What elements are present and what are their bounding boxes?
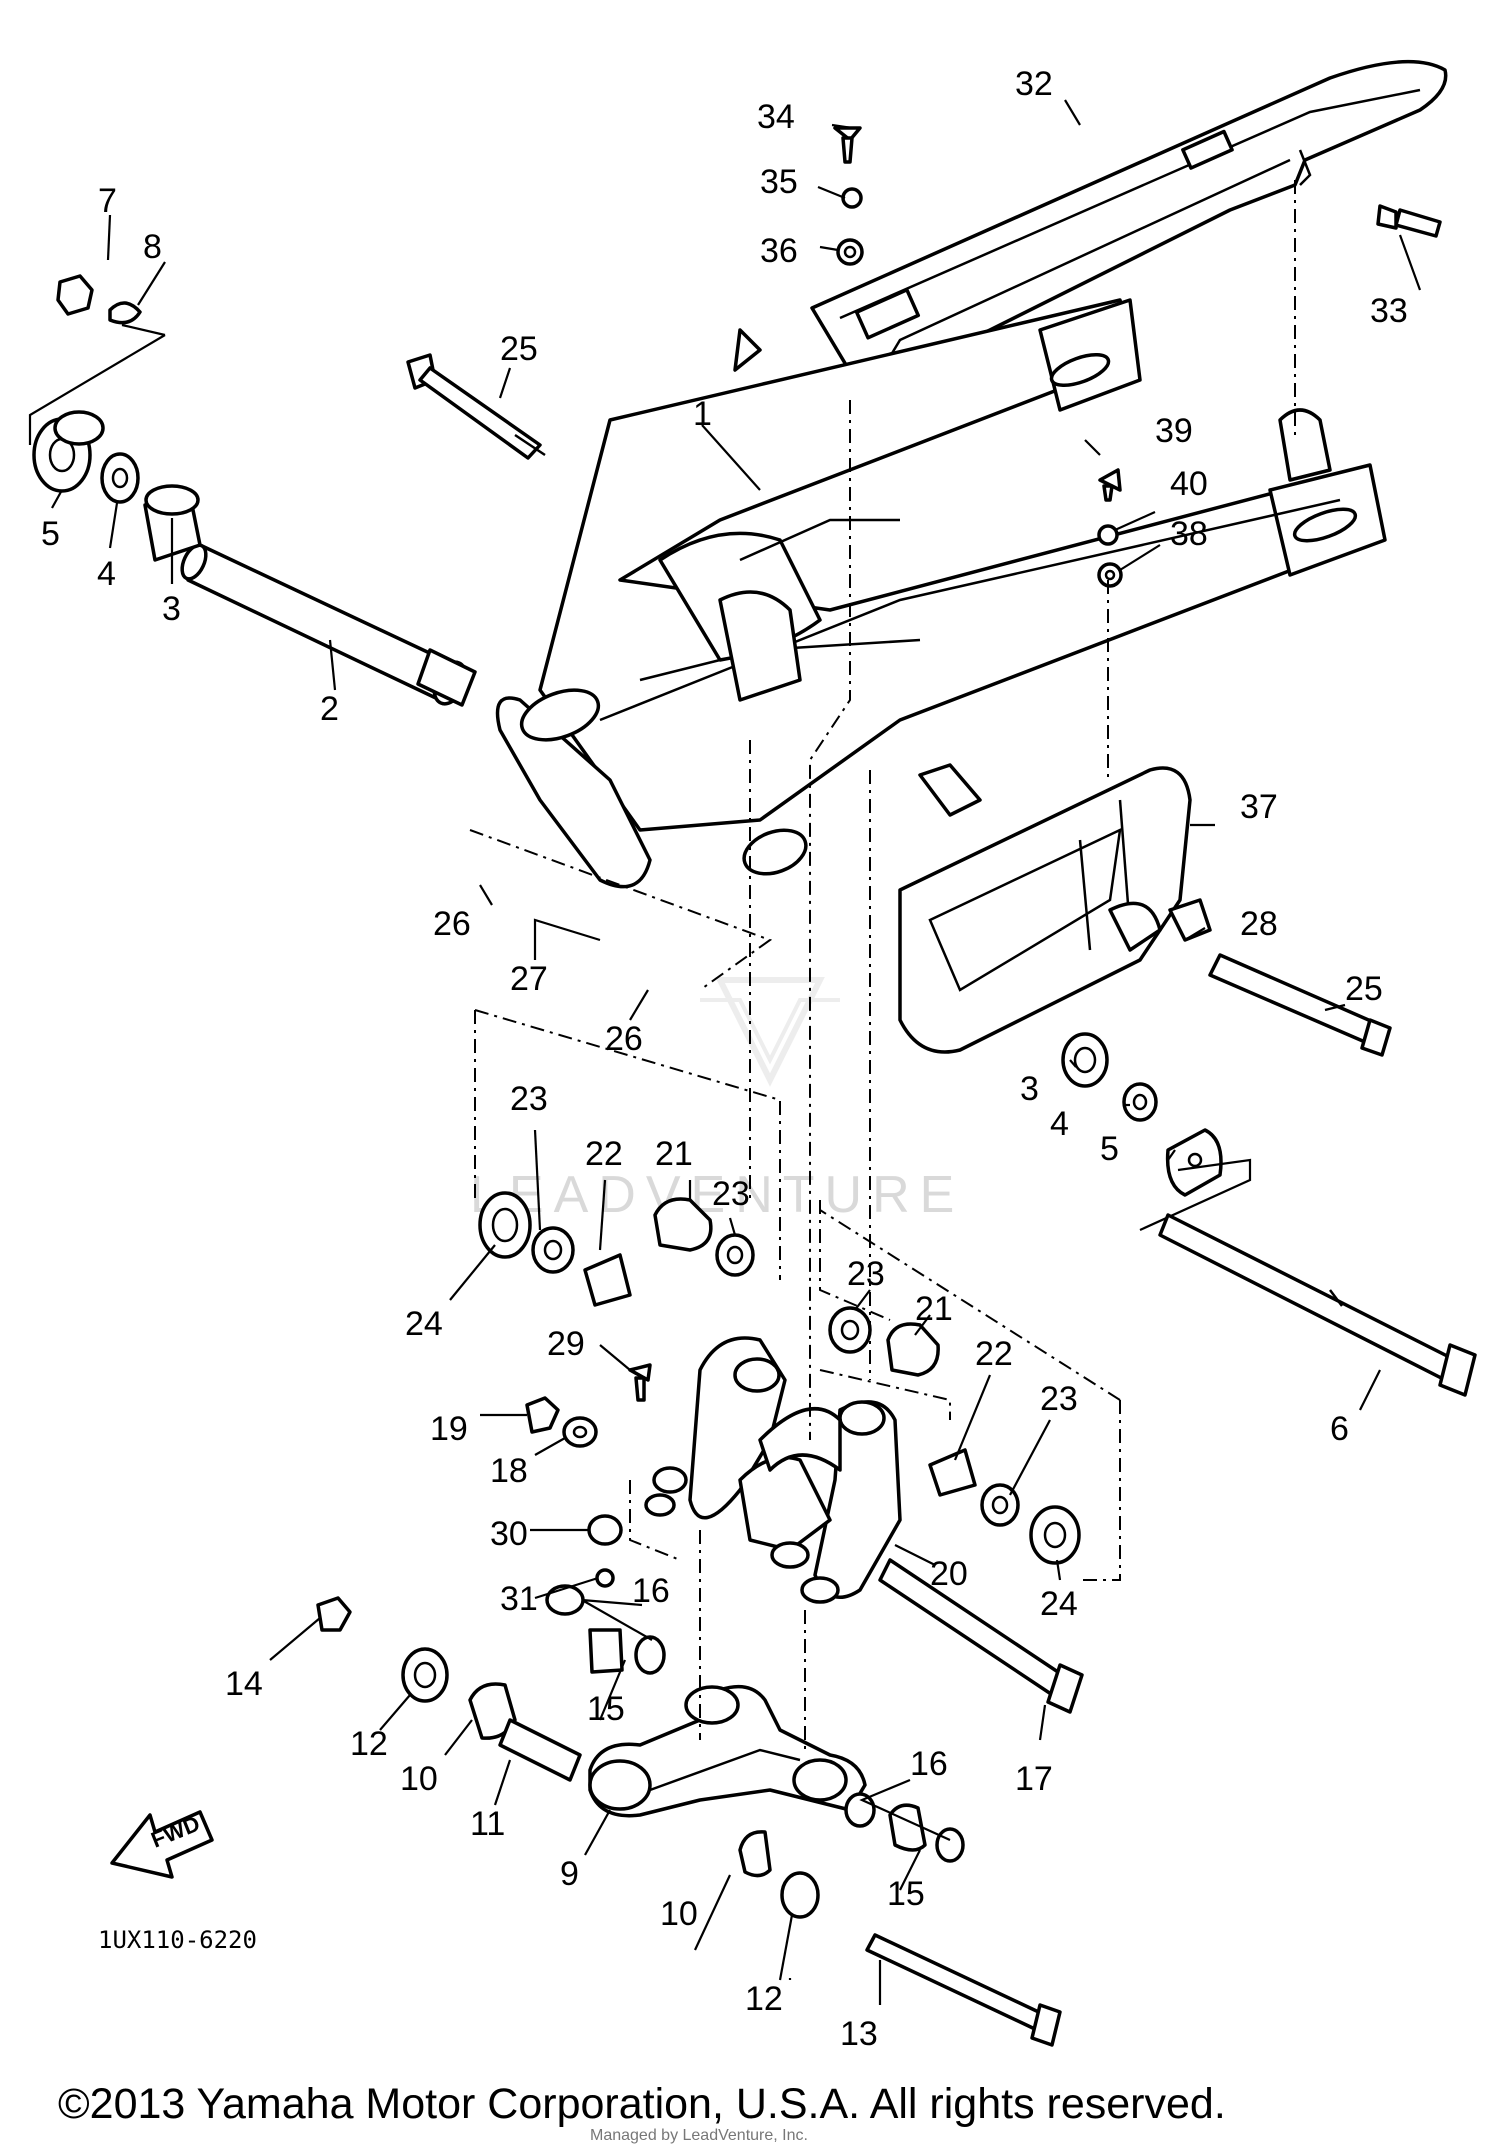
callout-32: 32 [1015, 65, 1053, 103]
callout-11: 11 [470, 1805, 505, 1843]
callout-10: 10 [400, 1760, 438, 1798]
callout-27: 27 [510, 960, 548, 998]
callout-39: 39 [1155, 412, 1193, 450]
callout-22b: 22 [975, 1335, 1013, 1373]
callout-6: 6 [1330, 1410, 1349, 1448]
callout-28: 28 [1240, 905, 1278, 943]
chain-slider [898, 766, 1192, 1054]
callout-16b: 16 [910, 1745, 948, 1783]
group-brackets [469, 829, 1251, 1581]
callout-22: 22 [585, 1135, 623, 1173]
bolt-25-top [406, 353, 546, 460]
callout-7: 7 [98, 182, 117, 220]
callout-4b: 4 [1050, 1105, 1069, 1143]
lower-link-hardware [316, 1558, 1084, 2047]
fwd-arrow-icon: FWD [110, 1810, 214, 1879]
callout-12: 12 [350, 1725, 388, 1763]
callout-12b: 12 [745, 1980, 783, 2018]
callout-30: 30 [490, 1515, 528, 1553]
callout-3b: 3 [1020, 1070, 1039, 1108]
connecting-rod [588, 1684, 867, 1818]
callout-labels: 1 2 3 3 4 4 5 5 6 7 8 9 10 10 11 12 12 1… [41, 65, 1408, 2053]
callout-35: 35 [760, 163, 798, 201]
through-bolt-6 [1158, 1213, 1477, 1397]
callout-25b: 25 [1345, 970, 1383, 1008]
diagram-code: 1UX110-6220 [98, 1926, 257, 1954]
callout-15b: 15 [887, 1875, 925, 1913]
callout-31: 31 [500, 1580, 538, 1618]
callout-33: 33 [1370, 292, 1408, 330]
left-bearing-group [478, 1191, 755, 1307]
alignment-lines [699, 180, 1296, 1750]
callout-19: 19 [430, 1410, 468, 1448]
callout-5: 5 [41, 515, 60, 553]
callout-23d: 23 [1040, 1380, 1078, 1418]
callout-38: 38 [1170, 515, 1208, 553]
callout-3: 3 [162, 590, 181, 628]
callout-8: 8 [143, 228, 162, 266]
callout-26: 26 [433, 905, 471, 943]
callout-29: 29 [547, 1325, 585, 1363]
callout-20: 20 [930, 1555, 968, 1593]
left-pivot-hardware [28, 274, 202, 562]
callout-37: 37 [1240, 788, 1278, 826]
callout-10b: 10 [660, 1895, 698, 1933]
watermark-logo [700, 977, 840, 1087]
callout-21: 21 [655, 1135, 693, 1173]
copyright-notice: ©2013 Yamaha Motor Corporation, U.S.A. A… [58, 2080, 1226, 2128]
callout-24: 24 [405, 1305, 443, 1343]
callout-24b: 24 [1040, 1585, 1078, 1623]
callout-17: 17 [1015, 1760, 1053, 1798]
callout-40: 40 [1170, 465, 1208, 503]
callout-15: 15 [587, 1690, 625, 1728]
callout-14: 14 [225, 1665, 263, 1703]
callout-1: 1 [693, 395, 712, 433]
relay-arm [644, 1336, 902, 1604]
callout-16: 16 [632, 1572, 670, 1610]
relay-fasteners [525, 1363, 652, 1588]
right-pivot-hardware [1061, 898, 1392, 1232]
callout-23: 23 [510, 1080, 548, 1118]
swingarm [495, 298, 1387, 889]
callout-2: 2 [320, 690, 339, 728]
callout-34: 34 [757, 98, 795, 136]
callout-23c: 23 [847, 1255, 885, 1293]
callout-21b: 21 [915, 1290, 953, 1328]
callout-18: 18 [490, 1452, 528, 1490]
callout-9: 9 [560, 1855, 579, 1893]
callout-26b: 26 [605, 1020, 643, 1058]
callout-5b: 5 [1100, 1130, 1119, 1168]
callout-23b: 23 [712, 1175, 750, 1213]
callout-36: 36 [760, 232, 798, 270]
pivot-shaft [180, 543, 477, 707]
callout-4: 4 [97, 555, 116, 593]
footer-credit: Managed by LeadVenture, Inc. [590, 2127, 808, 2144]
chain-guard [810, 59, 1448, 407]
leader-lines [51, 99, 1422, 2005]
callout-25: 25 [500, 330, 538, 368]
watermark-text: LEADVENTURE [470, 1166, 964, 1224]
callout-13: 13 [840, 2015, 878, 2053]
